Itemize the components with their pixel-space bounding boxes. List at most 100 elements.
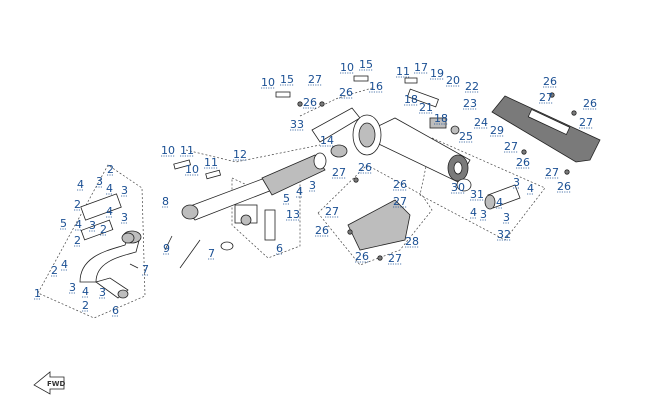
- callout-number: 30: [451, 181, 465, 194]
- callout-1: 1: [34, 287, 41, 300]
- callout-10: 10: [161, 144, 175, 157]
- callout-26: 26: [358, 161, 372, 174]
- callout-number: 19: [430, 67, 444, 80]
- callout-number: 18: [404, 93, 418, 106]
- muffler-body: [352, 114, 471, 183]
- callout-number: 27: [388, 252, 402, 265]
- callout-25: 25: [459, 130, 473, 143]
- bracket-sensor: [407, 88, 460, 135]
- callout-20: 20: [446, 74, 460, 87]
- lower-heat-shield: [347, 199, 411, 251]
- callout-number: 27: [545, 166, 559, 179]
- callout-8: 8: [162, 195, 169, 208]
- callout-number: 27: [539, 91, 553, 104]
- callout-number: 5: [283, 192, 290, 205]
- callout-number: 4: [527, 182, 534, 195]
- callout-3: 3: [69, 281, 76, 294]
- callout-number: 26: [315, 224, 329, 237]
- callout-number: 24: [474, 116, 488, 129]
- callout-26: 26: [543, 75, 557, 88]
- callout-15: 15: [359, 58, 373, 71]
- callout-number: 3: [99, 286, 106, 299]
- callout-number: 4: [496, 196, 503, 209]
- callout-number: 3: [96, 175, 103, 188]
- callout-number: 25: [459, 130, 473, 143]
- callout-number: 26: [393, 178, 407, 191]
- callout-number: 11: [396, 65, 410, 78]
- callout-29: 29: [490, 124, 504, 137]
- callout-26: 26: [355, 250, 369, 263]
- callout-33: 33: [290, 118, 304, 131]
- callout-number: 27: [504, 140, 518, 153]
- callout-3: 3: [89, 219, 96, 232]
- callout-24: 24: [474, 116, 488, 129]
- callout-number: 10: [161, 144, 175, 157]
- callout-number: 27: [579, 116, 593, 129]
- callout-4: 4: [470, 206, 477, 219]
- callout-number: 4: [470, 206, 477, 219]
- callout-31: 31: [470, 188, 484, 201]
- callout-4: 4: [77, 178, 84, 191]
- callout-4: 4: [82, 285, 89, 298]
- callout-number: 26: [516, 156, 530, 169]
- callout-number: 7: [142, 263, 149, 276]
- callout-28: 28: [405, 235, 419, 248]
- callout-27: 27: [393, 195, 407, 208]
- callout-number: 2: [51, 264, 58, 277]
- callout-3: 3: [309, 179, 316, 192]
- callout-number: 17: [414, 61, 428, 74]
- callout-26: 26: [583, 97, 597, 110]
- callout-13: 13: [286, 208, 300, 221]
- callout-26: 26: [557, 180, 571, 193]
- callout-number: 26: [543, 75, 557, 88]
- callout-4: 4: [296, 185, 303, 198]
- callout-11: 11: [204, 156, 218, 169]
- callout-number: 15: [359, 58, 373, 71]
- callout-number: 8: [162, 195, 169, 208]
- callout-number: 2: [82, 299, 89, 312]
- tail-pipe: [456, 178, 521, 210]
- callout-number: 4: [77, 178, 84, 191]
- callout-27: 27: [308, 73, 322, 86]
- callout-number: 26: [339, 86, 353, 99]
- callout-4: 4: [106, 182, 113, 195]
- muffler-cover: [491, 95, 601, 163]
- callout-11: 11: [396, 65, 410, 78]
- callout-3: 3: [99, 286, 106, 299]
- callout-number: 10: [261, 76, 275, 89]
- callout-9: 9: [163, 242, 170, 255]
- callout-2: 2: [100, 223, 107, 236]
- callout-number: 2: [74, 234, 81, 247]
- callout-17: 17: [414, 61, 428, 74]
- callout-number: 11: [180, 144, 194, 157]
- callout-number: 32: [497, 228, 511, 241]
- callout-number: 3: [121, 211, 128, 224]
- callout-14: 14: [320, 134, 334, 147]
- callout-number: 14: [320, 134, 334, 147]
- callout-number: 6: [112, 304, 119, 317]
- callout-number: 3: [480, 208, 487, 221]
- callout-number: 27: [308, 73, 322, 86]
- callout-number: 22: [465, 80, 479, 93]
- callout-27: 27: [325, 205, 339, 218]
- callout-11: 11: [180, 144, 194, 157]
- callout-number: 4: [296, 185, 303, 198]
- callout-2: 2: [74, 198, 81, 211]
- callout-4: 4: [61, 258, 68, 271]
- callout-number: 33: [290, 118, 304, 131]
- callout-number: 16: [369, 80, 383, 93]
- callout-number: 4: [61, 258, 68, 271]
- callout-number: 7: [208, 247, 215, 260]
- callout-number: 3: [309, 179, 316, 192]
- callout-number: 28: [405, 235, 419, 248]
- callout-27: 27: [332, 166, 346, 179]
- callout-3: 3: [503, 211, 510, 224]
- callout-19: 19: [430, 67, 444, 80]
- callout-number: 26: [303, 96, 317, 109]
- callout-number: 3: [89, 219, 96, 232]
- callout-10: 10: [340, 61, 354, 74]
- callout-7: 7: [142, 263, 149, 276]
- callout-number: 2: [100, 223, 107, 236]
- callout-number: 12: [233, 148, 247, 161]
- callout-21: 21: [419, 101, 433, 114]
